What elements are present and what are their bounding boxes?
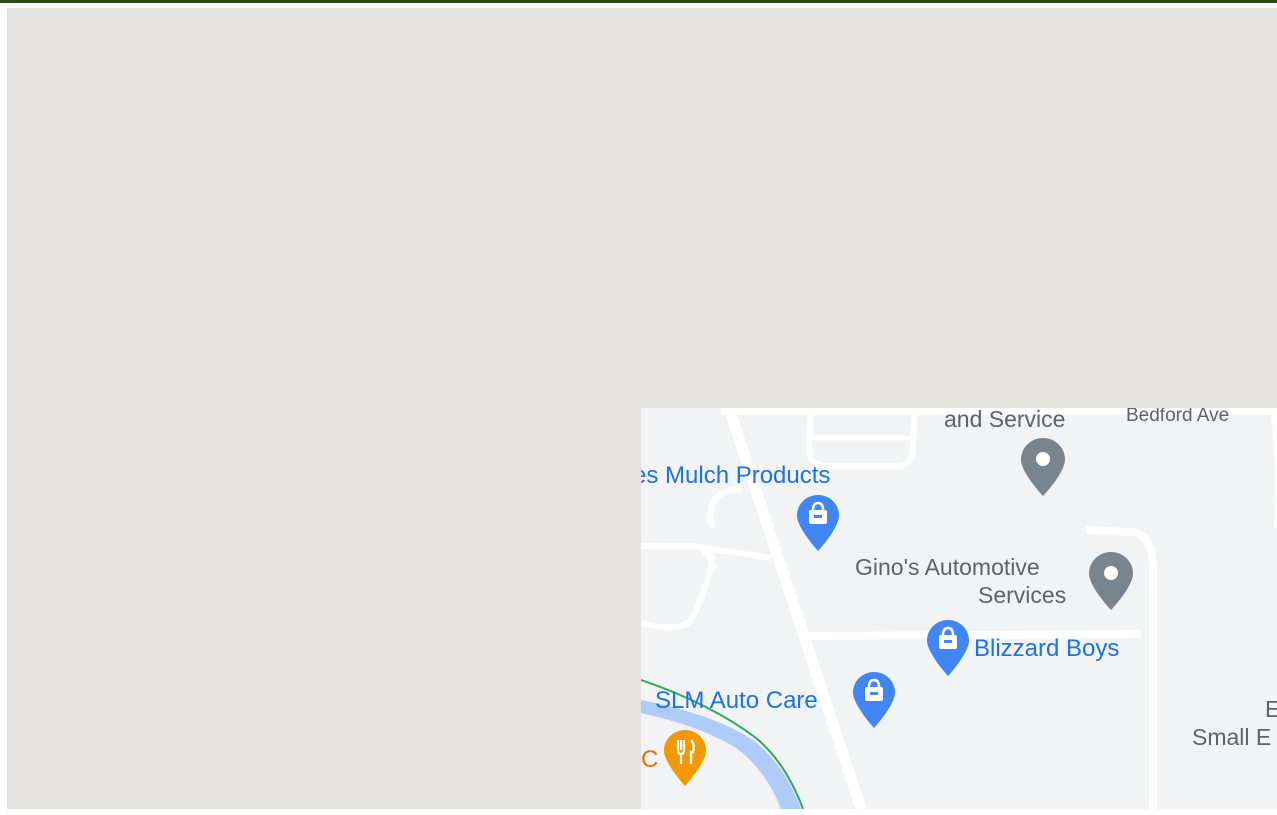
place-label-slm-auto-care[interactable]: SLM Auto Care xyxy=(655,687,818,714)
place-label-and-service[interactable]: and Service xyxy=(944,408,1066,432)
top-border xyxy=(0,0,1277,3)
place-label-partial-c[interactable]: C xyxy=(641,746,659,773)
right-road xyxy=(1085,526,1157,809)
shopping-bag-icon xyxy=(797,495,839,551)
place-label-ginos-line2[interactable]: Services xyxy=(978,582,1067,608)
place-label-mulch-products[interactable]: es Mulch Products xyxy=(641,462,831,489)
loop-road xyxy=(805,408,918,469)
place-pin-icon xyxy=(1089,552,1133,610)
place-label-partial-small[interactable]: Small E xyxy=(1192,724,1272,750)
place-label-ginos-line1[interactable]: Gino's Automotive xyxy=(855,554,1040,580)
place-label-partial-e[interactable]: E xyxy=(1265,696,1277,722)
shopping-bag-icon xyxy=(853,672,895,728)
river xyxy=(641,700,801,809)
left-lot-road xyxy=(641,543,715,631)
map-tile[interactable]: and Service Bedford Ave es Mulch Product… xyxy=(641,408,1277,809)
place-pin-icon xyxy=(1021,438,1065,496)
map-roads-layer xyxy=(641,408,1277,809)
map-canvas[interactable]: and Service Bedford Ave es Mulch Product… xyxy=(7,8,1277,809)
fork-knife-icon xyxy=(664,730,706,786)
place-label-blizzard-boys[interactable]: Blizzard Boys xyxy=(974,635,1120,662)
cross-road xyxy=(805,630,1142,640)
road-label-bedford-ave: Bedford Ave xyxy=(1126,408,1230,426)
main-road xyxy=(723,408,867,809)
trail xyxy=(641,679,804,809)
shopping-bag-icon xyxy=(927,620,969,676)
